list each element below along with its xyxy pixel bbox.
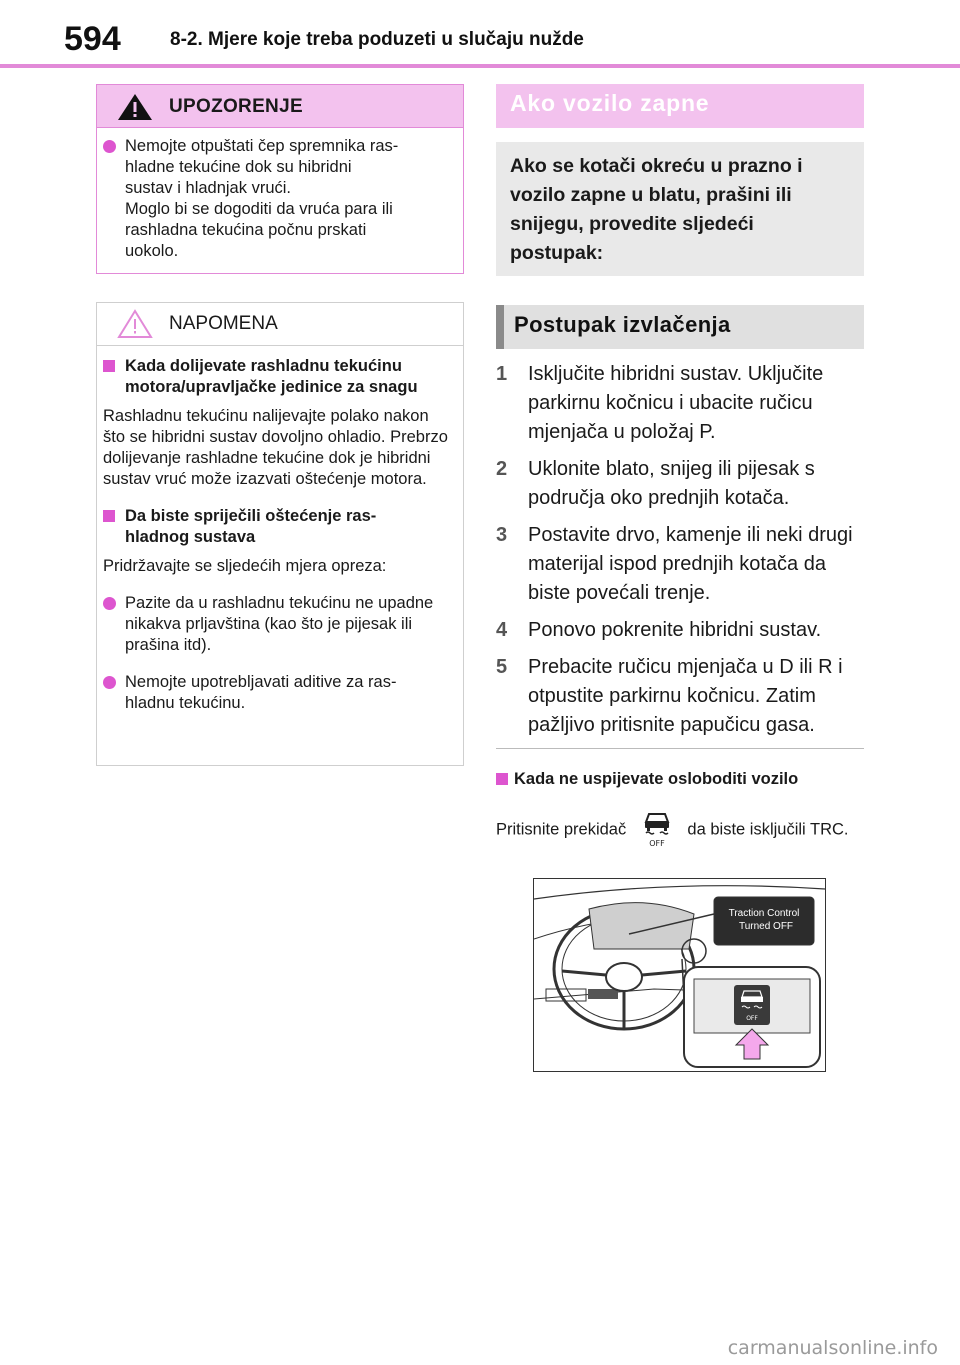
warning-item: Nemojte otpuštati čep spremnika ras- hla… (97, 136, 453, 262)
note-section1-heading: Kada dolijevate rashladnu tekućinu motor… (103, 356, 453, 398)
warning-triangle-icon (118, 94, 152, 120)
display-line-2: Turned OFF (739, 921, 793, 932)
procedure-title-bar: Postupak izvlačenja (496, 305, 864, 349)
warning-box: UPOZORENJE Nemojte otpuštati čep spremni… (96, 84, 464, 274)
step-number: 3 (496, 524, 508, 546)
dashboard-illustration: Traction Control Turned OFF OFF (533, 878, 826, 1072)
page-number: 594 (64, 20, 121, 58)
intro-box: Ako se kotači okreću u prazno i vozilo z… (496, 142, 864, 276)
caution-triangle-icon (117, 309, 153, 338)
step-item: 3 Postavite drvo, kamenje ili neki drugi… (496, 521, 864, 608)
press-instruction: Pritisnite prekidač OFF da biste isključ… (496, 810, 864, 850)
warning-header: UPOZORENJE (97, 85, 463, 128)
note-section2-text: Pridržavajte se sljedećih mjera opreza: (103, 557, 387, 575)
procedure-title: Postupak izvlačenja (514, 312, 731, 337)
step-item: 2 Uklonite blato, snijeg ili pijesak s p… (496, 455, 864, 513)
chapter-title: 8-2. Mjere koje treba poduzeti u slučaju… (170, 29, 584, 50)
fail-heading: Kada ne uspijevate osloboditi vozilo (496, 770, 798, 789)
step-number: 4 (496, 619, 508, 641)
bullet-dot-icon (103, 597, 116, 610)
step-text: Isključite hibridni sustav. Uključite pa… (528, 363, 824, 443)
header-rule (0, 64, 960, 68)
switch-label: OFF (746, 1015, 758, 1022)
step-text: Postavite drvo, kamenje ili neki drugi m… (528, 524, 853, 604)
note-bullet: Nemojte upotrebljavati aditive za ras- h… (103, 672, 453, 714)
step-item: 1 Isključite hibridni sustav. Uključite … (496, 360, 864, 447)
warning-item-text: Nemojte otpuštati čep spremnika ras- hla… (125, 137, 399, 260)
section-title: Ako vozilo zapne (510, 90, 710, 116)
bullet-dot-icon (103, 140, 116, 153)
square-bullet-icon (103, 360, 115, 372)
warning-title: UPOZORENJE (169, 96, 303, 117)
step-number: 2 (496, 458, 508, 480)
intro-text: Ako se kotači okreću u prazno i vozilo z… (510, 155, 803, 264)
square-bullet-icon (103, 510, 115, 522)
note-section1-text: Rashladnu tekućinu nalijevajte polako na… (103, 407, 448, 488)
note-section2-heading: Da biste spriječili oštećenje ras- hladn… (103, 506, 453, 548)
step-item: 4 Ponovo pokrenite hibridni sustav. (496, 616, 864, 645)
step-text: Prebacite ručicu mjenjača u D ili R i ot… (528, 656, 843, 736)
section-title-bar: Ako vozilo zapne (496, 84, 864, 128)
note-header: NAPOMENA (97, 303, 463, 346)
steps-list: 1 Isključite hibridni sustav. Uključite … (496, 360, 864, 748)
trc-icon-label: OFF (649, 839, 665, 848)
display-line-1: Traction Control (729, 908, 800, 919)
dashboard-drawing: Traction Control Turned OFF OFF (534, 885, 825, 1068)
watermark: carmanualsonline.info (727, 1337, 938, 1359)
trc-off-icon: OFF (644, 813, 670, 848)
note-title: NAPOMENA (169, 313, 278, 334)
step-number: 1 (496, 363, 508, 385)
step-text: Uklonite blato, snijeg ili pijesak s pod… (528, 458, 815, 509)
bullet-dot-icon (103, 676, 116, 689)
procedure-accent (496, 305, 504, 349)
page-header: 594 8-2. Mjere koje treba poduzeti u slu… (0, 0, 960, 68)
square-bullet-icon (496, 773, 508, 785)
note-box: NAPOMENA Kada dolijevate rashladnu tekuć… (96, 302, 464, 766)
steps-divider (496, 748, 864, 749)
step-number: 5 (496, 656, 508, 678)
step-text: Ponovo pokrenite hibridni sustav. (528, 619, 822, 641)
note-bullet: Pazite da u rashladnu tekućinu ne upadne… (103, 593, 453, 656)
step-item: 5 Prebacite ručicu mjenjača u D ili R i … (496, 653, 864, 740)
